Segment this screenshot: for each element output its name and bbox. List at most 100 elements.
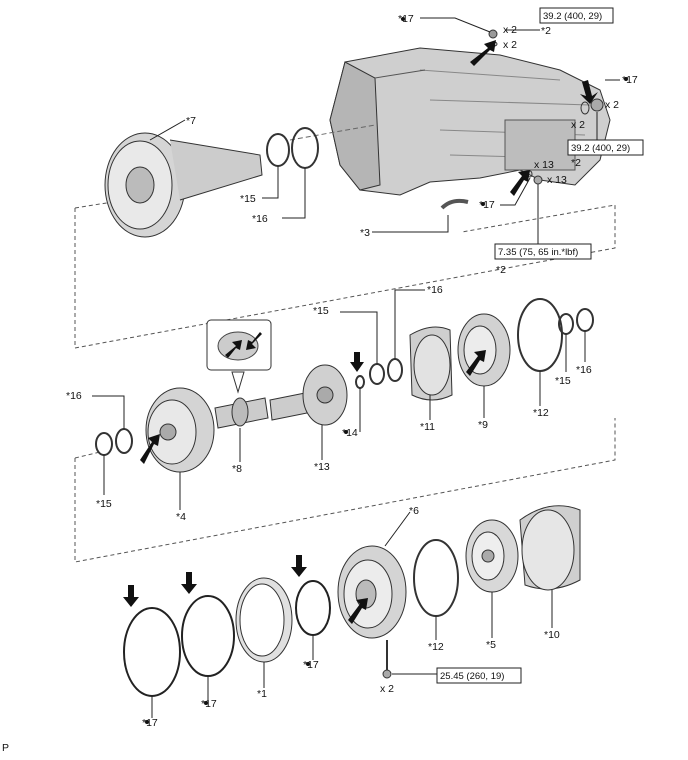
part-17-o-ring-1 — [123, 607, 181, 697]
leader-15-top — [262, 166, 279, 199]
label-17-low2: *17 — [201, 698, 217, 710]
label-x2-c: x 2 — [605, 99, 619, 111]
part-16-bearing-race — [291, 127, 319, 169]
part-7-clutch-drum — [104, 132, 263, 238]
part-13-planetary-gear — [269, 364, 348, 426]
leader-16-top — [282, 168, 306, 219]
label-2-top: *2 — [541, 25, 551, 37]
inset-detail-box — [206, 319, 272, 394]
part-17-o-ring-3 — [295, 580, 331, 636]
torque-box-top — [539, 7, 614, 24]
label-x2-d: x 2 — [571, 119, 585, 131]
torque-text-top: 39.2 (400, 29) — [543, 11, 602, 22]
torque-box-bolt — [436, 667, 522, 684]
arrow-part-14 — [350, 352, 364, 372]
part-16-race-left — [115, 428, 133, 454]
part-10-drum — [519, 505, 581, 591]
label-14: *14 — [342, 427, 358, 439]
torque-box-right — [567, 139, 644, 156]
corner-mark: P — [2, 742, 9, 754]
torque-text-bolt: 25.45 (260, 19) — [440, 671, 504, 682]
label-10: *10 — [544, 629, 560, 641]
label-15-mid: *15 — [313, 305, 329, 317]
part-1-seal-ring — [235, 577, 293, 663]
leader-3 — [372, 215, 449, 233]
label-12-mid: *12 — [533, 407, 549, 419]
bullet-dots — [145, 17, 628, 724]
arrow-part-9 — [466, 350, 486, 376]
arrow-part-6 — [348, 598, 368, 624]
label-15-top: *15 — [240, 193, 256, 205]
label-16-right: *16 — [576, 364, 592, 376]
label-x2-a: x 2 — [503, 24, 517, 36]
label-12-low: *12 — [428, 641, 444, 653]
part-4-planetary-carrier — [145, 387, 215, 473]
part-15-washer-left — [95, 432, 113, 456]
label-2-mid: *2 — [496, 264, 506, 276]
arrow-right-plug — [580, 80, 598, 104]
arrow-mid-plug — [510, 170, 530, 196]
leader-7 — [149, 119, 186, 141]
leader-17-top — [420, 17, 491, 33]
part-16-race-right — [576, 308, 594, 332]
label-5: *5 — [486, 639, 496, 651]
label-4: *4 — [176, 511, 186, 523]
transmission-case — [329, 47, 611, 196]
label-3: *3 — [360, 227, 370, 239]
part-9-sun-gear-assembly — [457, 313, 511, 387]
torque-text-right: 39.2 (400, 29) — [571, 143, 630, 154]
label-x13-b: x 13 — [547, 174, 567, 186]
label-15-left: *15 — [96, 498, 112, 510]
label-16-top: *16 — [252, 213, 268, 225]
label-17-low3: *17 — [303, 659, 319, 671]
torque-box-mid — [494, 243, 592, 260]
label-16-left: *16 — [66, 390, 82, 402]
label-17-right: *17 — [622, 74, 638, 86]
leader-16-mid — [394, 289, 425, 359]
part-16-race-mid — [387, 358, 403, 382]
part-12-snap-ring-low — [413, 539, 459, 617]
label-2-right: *2 — [571, 157, 581, 169]
leader-17-mid — [500, 177, 531, 206]
part-plug-right — [580, 98, 604, 115]
label-9: *9 — [478, 419, 488, 431]
label-17-top: *17 — [398, 13, 414, 25]
label-17-mid: *17 — [479, 199, 495, 211]
bolt-part — [382, 640, 392, 679]
label-17-low1: *17 — [142, 717, 158, 729]
label-6: *6 — [409, 505, 419, 517]
torque-text-mid: 7.35 (75, 65 in.*lbf) — [498, 247, 578, 258]
dashed-boundary-lower — [74, 418, 616, 563]
arrow-part-4 — [140, 434, 160, 464]
part-5-hub — [465, 519, 519, 593]
label-8: *8 — [232, 463, 242, 475]
part-17-o-ring-2 — [181, 595, 235, 677]
label-1: *1 — [257, 688, 267, 700]
leader-6 — [384, 511, 411, 547]
label-13: *13 — [314, 461, 330, 473]
label-x13-a: x 13 — [534, 159, 554, 171]
leader-15-mid — [340, 311, 378, 364]
part-3-hose — [440, 198, 469, 210]
arrow-o-ring-2 — [181, 572, 197, 594]
part-15-thrust-washer — [266, 133, 290, 167]
arrow-o-ring-3 — [291, 555, 307, 577]
arrow-o-ring-1 — [123, 585, 139, 607]
label-15-right: *15 — [555, 375, 571, 387]
part-8-input-shaft — [214, 397, 269, 429]
leader-16-left — [92, 395, 125, 429]
label-x2-b: x 2 — [503, 39, 517, 51]
label-x2-bolt: x 2 — [380, 683, 394, 695]
part-14-ring — [355, 375, 365, 389]
part-6-piston-assembly — [337, 545, 407, 639]
label-16-mid: *16 — [427, 284, 443, 296]
part-12-snap-ring-mid — [517, 298, 563, 372]
part-15-washer-mid — [369, 363, 385, 385]
label-11: *11 — [420, 421, 435, 433]
leader-case-axis — [289, 124, 376, 141]
arrow-top-plug — [470, 40, 496, 66]
part-11-ring-gear — [409, 326, 453, 401]
label-7: *7 — [186, 115, 196, 127]
